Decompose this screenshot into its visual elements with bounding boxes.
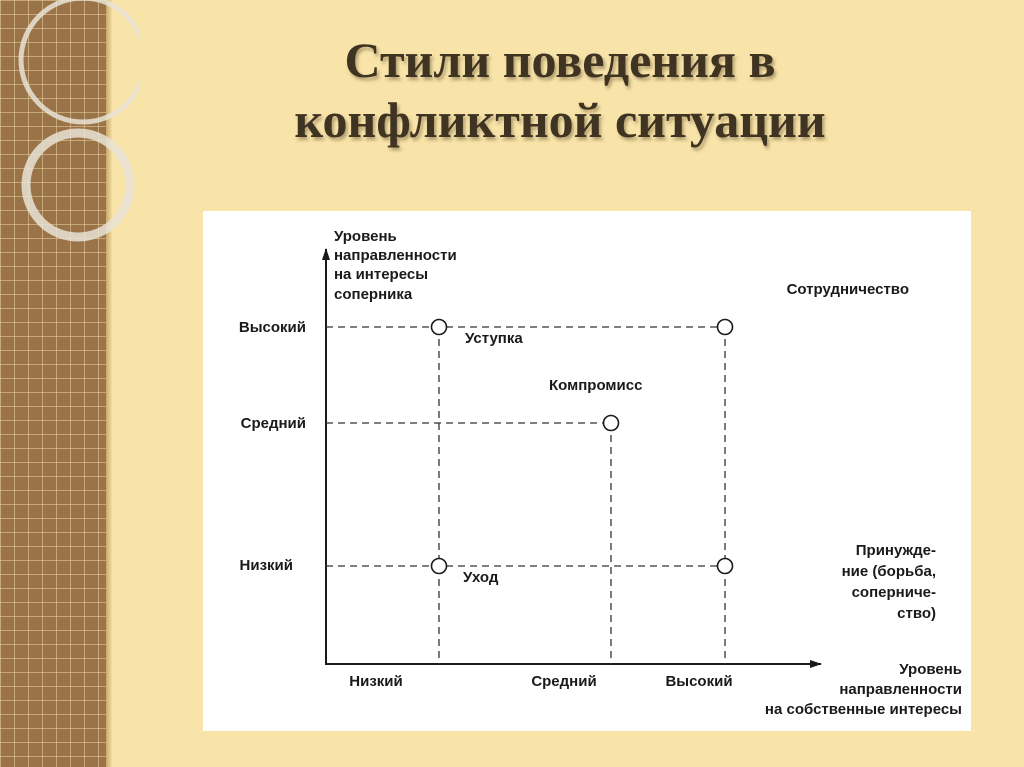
coercion-label-line-1: Принужде- [856, 542, 936, 559]
y-axis-title-line-2: направленности [334, 247, 457, 264]
y-level-mid: Средний [241, 415, 306, 432]
coercion-point [718, 559, 733, 574]
title-line-1: Стили поведения в [150, 30, 970, 90]
coercion-label-line-3: соперниче- [852, 584, 936, 601]
x-axis-title-line-1: Уровень [899, 661, 962, 678]
x-level-high: Высокий [665, 673, 732, 690]
avoidance-label: Уход [463, 569, 499, 586]
compromise-point [604, 416, 619, 431]
y-axis-title-line-1: Уровень [334, 228, 397, 245]
x-level-low: Низкий [349, 673, 402, 690]
cooperation-label: Сотрудничество [787, 281, 909, 298]
concession-label: Уступка [465, 330, 523, 347]
y-axis-title-line-4: соперника [334, 286, 413, 303]
x-level-mid: Средний [531, 673, 596, 690]
avoidance-point [432, 559, 447, 574]
y-level-high: Высокий [239, 319, 306, 336]
coercion-label-line-2: ние (борьба, [842, 563, 936, 580]
slide-title: Стили поведения в конфликтной ситуации [150, 30, 970, 150]
concession-point [432, 320, 447, 335]
y-axis-title-line-3: на интересы [334, 266, 428, 283]
conflict-styles-diagram: Уровень направленности на интересы сопер… [203, 211, 971, 731]
decorative-rings [0, 0, 140, 280]
x-axis-title-line-2: направленности [839, 681, 962, 698]
coercion-label-line-4: ство) [897, 605, 936, 622]
x-axis-title-line-3: на собственные интересы [765, 701, 962, 718]
cooperation-point [718, 320, 733, 335]
compromise-label: Компромисс [549, 377, 642, 394]
title-line-2: конфликтной ситуации [150, 90, 970, 150]
diagram-panel: Уровень направленности на интересы сопер… [203, 211, 971, 731]
y-level-low: Низкий [240, 557, 293, 574]
